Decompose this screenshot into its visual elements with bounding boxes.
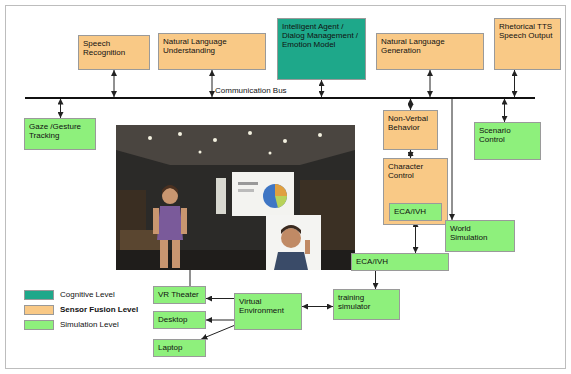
connector-arrow [206, 320, 234, 321]
node-label: training simulator [338, 293, 395, 311]
female-avatar [153, 185, 187, 268]
device-box: Laptop [153, 339, 206, 357]
node-label: Virtual Environment [239, 297, 297, 315]
legend-label: Cognitive Level [60, 290, 115, 299]
legend-label: Sensor Fusion Level [60, 305, 138, 314]
bus-label: Communication Bus [215, 86, 287, 95]
connector-arrow [60, 99, 61, 119]
male-avatar [266, 215, 321, 270]
legend-swatch [24, 290, 54, 300]
process-box: Speech Recognition [78, 35, 150, 70]
vr-screenshot [116, 125, 355, 270]
connector-arrow [452, 99, 453, 221]
connector-arrow [415, 221, 416, 253]
connector-arrow [302, 306, 333, 307]
process-box: Character ControlECA/IVH [383, 158, 448, 225]
legend-label: Simulation Level [60, 320, 119, 329]
link-line [190, 270, 191, 286]
legend-swatch [24, 305, 54, 315]
device-box: VR Theater [153, 286, 206, 304]
node-label: Intelligent Agent / Dialog Management / … [282, 22, 361, 50]
cognitive-box: Intelligent Agent / Dialog Management / … [277, 18, 366, 80]
connector-arrow [410, 150, 411, 158]
node-label: Natural Language Generation [381, 37, 479, 55]
node-label: World Simulation [450, 224, 510, 242]
sensor-box: Gaze /Gesture Tracking [24, 118, 96, 150]
connector-arrow [430, 70, 431, 97]
connector-arrow [114, 70, 115, 97]
connector-arrow [375, 271, 376, 289]
connector-arrow [206, 298, 234, 299]
node-label: Speech Recognition [83, 39, 145, 57]
node-label: Character Control [388, 162, 443, 180]
node-label: Laptop [158, 343, 201, 352]
legend: Cognitive LevelSensor Fusion LevelSimula… [24, 287, 138, 332]
node-label: VR Theater [158, 290, 201, 299]
simulation-box: training simulator [333, 289, 400, 320]
process-box: Non-Verbal Behavior [383, 110, 438, 150]
frame [6, 6, 566, 369]
node-label: Non-Verbal Behavior [388, 114, 433, 132]
simulation-box: Virtual Environment [234, 293, 302, 330]
node-label: ECA/IVH [356, 257, 444, 266]
legend-swatch [24, 320, 54, 330]
connector-arrow [504, 99, 505, 123]
simulation-box: ECA/IVH [389, 203, 442, 221]
connector-arrow [321, 80, 322, 97]
communication-bus: Communication Bus [25, 97, 535, 99]
process-box: Natural Language Understanding [158, 33, 266, 70]
process-box: Rhetorical TTS Speech Output [494, 18, 561, 70]
simulation-box: ECA/IVH [351, 253, 449, 271]
connector-arrow [514, 70, 515, 97]
connector-arrow [212, 70, 213, 97]
legend-row: Cognitive Level [24, 287, 138, 302]
simulation-box: Scenario Control [474, 122, 541, 160]
node-label: Rhetorical TTS Speech Output [499, 22, 556, 40]
legend-row: Simulation Level [24, 317, 138, 332]
node-label: Scenario Control [479, 126, 536, 144]
legend-row: Sensor Fusion Level [24, 302, 138, 317]
connector-arrow [201, 326, 234, 339]
node-label: Gaze /Gesture Tracking [29, 122, 91, 140]
simulation-box: World Simulation [445, 220, 515, 252]
connector-arrow [410, 99, 411, 111]
device-box: Desktop [153, 311, 206, 329]
node-label: ECA/IVH [394, 207, 437, 216]
process-box: Natural Language Generation [376, 33, 484, 70]
node-label: Natural Language Understanding [163, 37, 261, 55]
node-label: Desktop [158, 315, 201, 324]
